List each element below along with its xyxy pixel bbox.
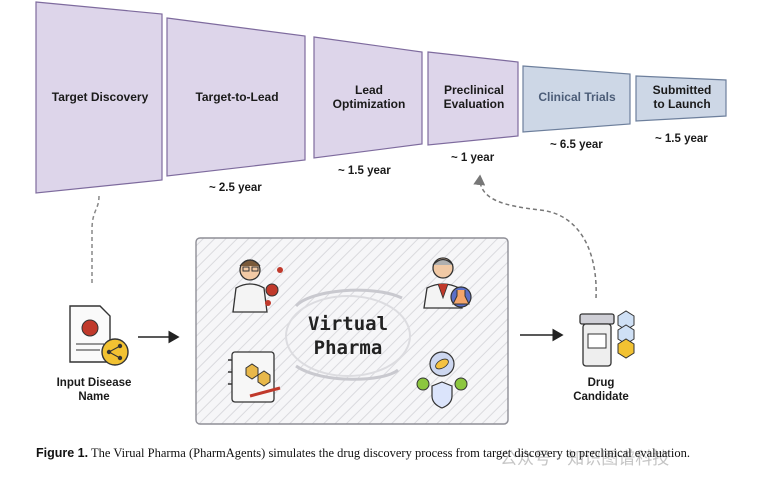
stage-label-clinical-trials: Clinical Trials: [538, 90, 616, 104]
duration-clinical-trials: ~ 6.5 year: [550, 139, 603, 151]
notebook-icon: [228, 351, 281, 403]
caption-label: Figure 1.: [36, 446, 89, 460]
stage-clinical-trials: [522, 65, 631, 133]
virtual-pharma-title: Virtual Pharma: [307, 313, 389, 359]
duration-preclinical-evaluation: ~ 1 year: [451, 152, 495, 164]
stage-label-submitted-to-launch: Submitted to Launch: [652, 83, 712, 111]
pills-shield-icon: [416, 351, 468, 409]
duration-submitted-to-launch: ~ 1.5 year: [655, 133, 708, 145]
disease-document-icon: [69, 305, 129, 366]
stage-submitted-to-launch: [635, 75, 727, 122]
watermark: 公众号 · 知识图谱科技: [500, 449, 670, 469]
caption-text: The Virual Pharma (PharmAgents) simulate…: [91, 446, 690, 460]
stage-label-preclinical-evaluation: Preclinical Evaluation: [443, 83, 505, 111]
stage-target-discovery: [35, 1, 163, 194]
cycle-arrow-top: [294, 288, 403, 308]
duration-lead-optimization: ~ 1.5 year: [338, 165, 391, 177]
stage-target-to-lead: [166, 17, 306, 177]
figure-caption: Figure 1. The Virual Pharma (PharmAgents…: [36, 446, 736, 461]
connector-target-to-input: [91, 195, 100, 283]
connector-drug-to-preclinical: [473, 174, 597, 299]
drug-candidate-icon: [579, 310, 635, 367]
duration-target-to-lead: ~ 2.5 year: [209, 182, 262, 194]
cycle-arrow-bottom: [295, 364, 399, 381]
stage-label-target-to-lead: Target-to-Lead: [195, 90, 279, 104]
input-disease-label: Input Disease Name: [56, 377, 132, 403]
cycle-ring: [285, 295, 411, 377]
stage-preclinical-evaluation: [427, 51, 519, 146]
scientist-icon: [232, 259, 283, 313]
drug-candidate-label: Drug Candidate: [573, 377, 629, 403]
doctor-icon: [423, 257, 472, 309]
stage-label-lead-optimization: Lead Optimization: [332, 83, 406, 111]
stage-lead-optimization: [313, 36, 423, 159]
stage-label-target-discovery: Target Discovery: [51, 90, 149, 104]
